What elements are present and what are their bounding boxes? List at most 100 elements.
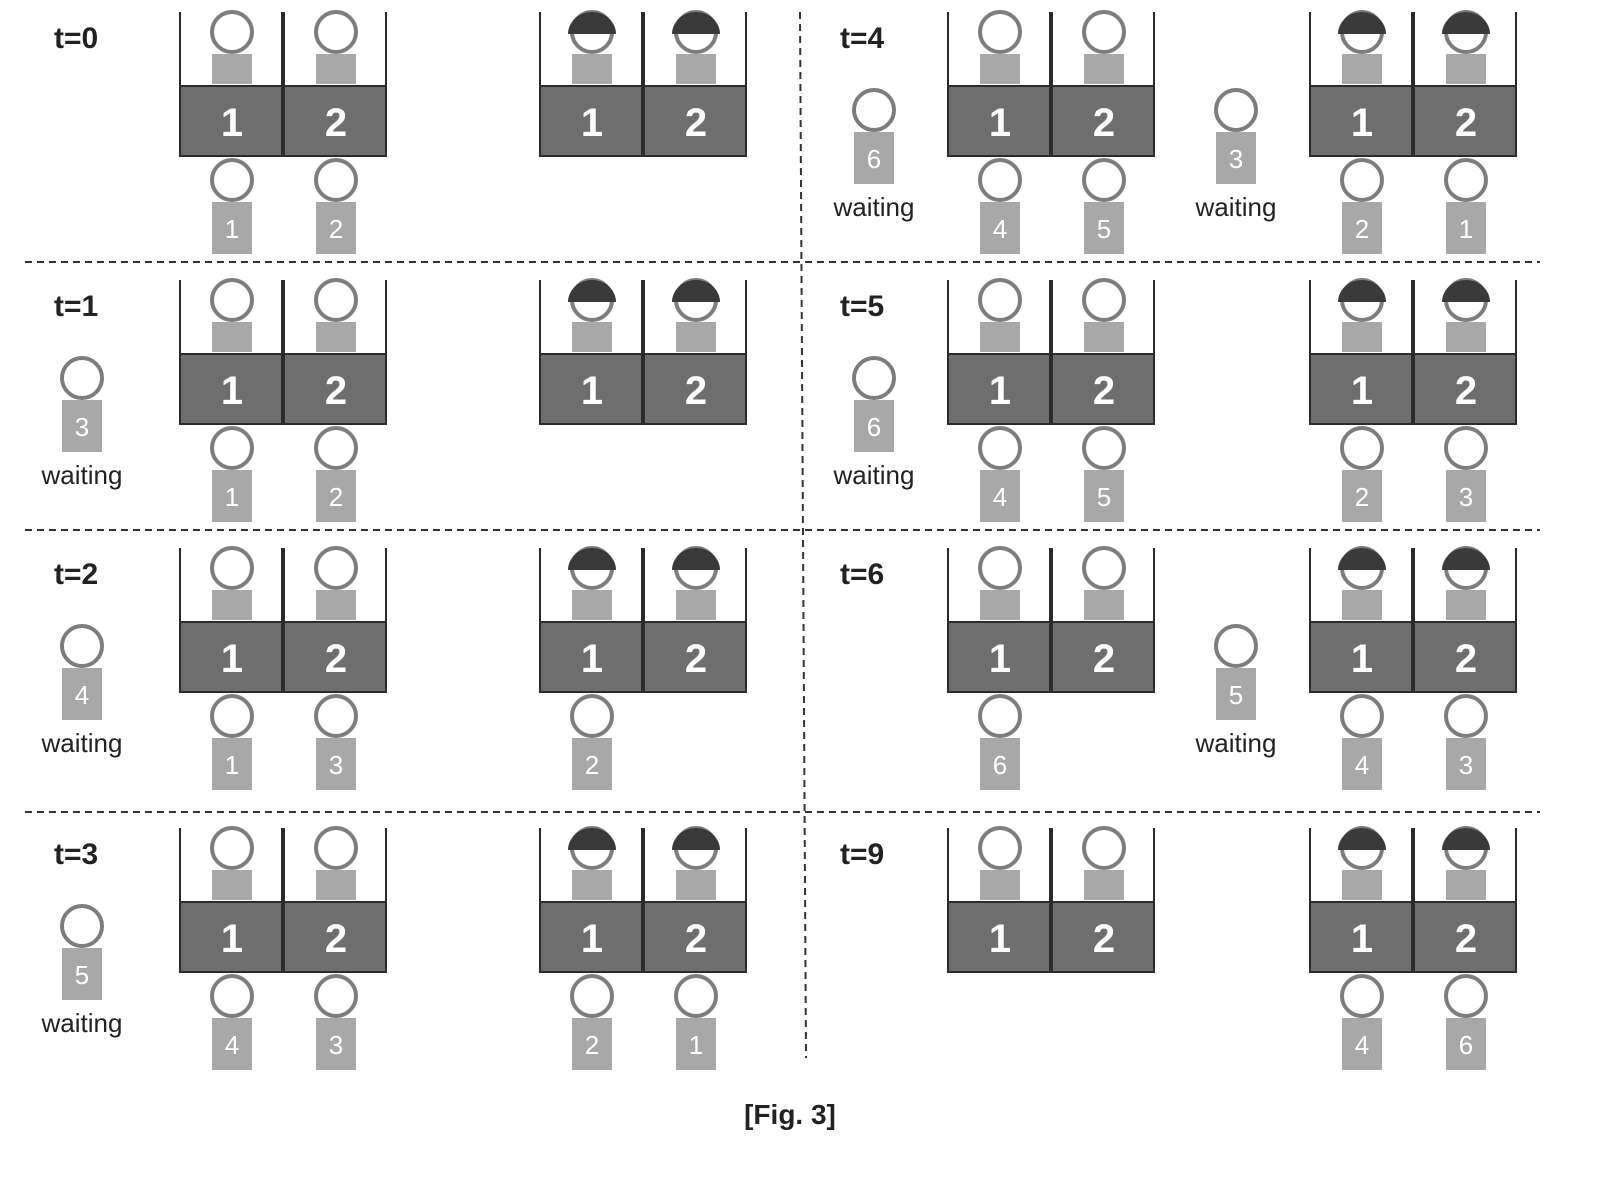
counter-desk <box>1309 621 1413 693</box>
counter-desk <box>947 85 1051 157</box>
waiting-label: waiting <box>833 192 915 222</box>
served-customer: 4 <box>978 426 1022 522</box>
counter-number: 1 <box>221 637 243 681</box>
customer-head <box>1444 426 1488 470</box>
customer-body <box>212 738 252 790</box>
customer-body <box>212 202 252 254</box>
counter-number: 1 <box>581 637 603 681</box>
clerk-body <box>676 54 716 84</box>
customer-body <box>1446 1018 1486 1070</box>
clerk-with-hat <box>672 10 720 84</box>
head-circle <box>314 278 358 322</box>
clerk-body <box>316 590 356 620</box>
served-customer: 2 <box>1340 158 1384 254</box>
time-label: t=5 <box>840 290 884 323</box>
served-customer: 3 <box>314 974 358 1070</box>
head-circle <box>314 546 358 590</box>
served-customer: 2 <box>570 694 614 790</box>
customer-head <box>1444 694 1488 738</box>
customer-body <box>1342 738 1382 790</box>
counter-desk <box>1051 621 1155 693</box>
served-customer: 1 <box>674 974 718 1070</box>
hat-icon <box>568 548 616 570</box>
hat-icon <box>672 548 720 570</box>
customer-number: 2 <box>585 750 599 780</box>
counter-number: 1 <box>581 917 603 961</box>
head-circle <box>978 546 1022 590</box>
customer-body <box>980 202 1020 254</box>
counter-desk <box>283 353 387 425</box>
customer-number: 6 <box>1459 1030 1473 1060</box>
head-circle <box>978 10 1022 54</box>
served-customer: 1 <box>210 694 254 790</box>
customer-head <box>60 356 104 400</box>
served-customer: 3 <box>314 694 358 790</box>
customer-body <box>1446 738 1486 790</box>
head-circle <box>978 278 1022 322</box>
customer-head <box>1340 694 1384 738</box>
counter-desk <box>1051 901 1155 973</box>
counter-number: 2 <box>1455 369 1477 413</box>
counter-number: 2 <box>685 917 707 961</box>
hat-icon <box>568 280 616 302</box>
clerk <box>210 826 254 900</box>
counter-number: 1 <box>989 101 1011 145</box>
hat-icon <box>1338 548 1386 570</box>
customer-body <box>62 948 102 1000</box>
clerk-body <box>1342 590 1382 620</box>
hat-icon <box>1442 280 1490 302</box>
customer-number: 3 <box>1229 144 1243 174</box>
customer-head <box>570 974 614 1018</box>
customer-head <box>210 426 254 470</box>
time-label: t=9 <box>840 838 884 871</box>
customer-body <box>854 132 894 184</box>
customer-head <box>978 694 1022 738</box>
counter-desk <box>283 85 387 157</box>
clerk <box>1082 546 1126 620</box>
counter-number: 2 <box>685 369 707 413</box>
customer-number: 3 <box>329 1030 343 1060</box>
customer-body <box>1084 202 1124 254</box>
clerk-body <box>572 590 612 620</box>
clerk-body <box>676 322 716 352</box>
customer-body <box>854 400 894 452</box>
clerk-body <box>1084 54 1124 84</box>
counter-number: 2 <box>1093 101 1115 145</box>
customer-number: 4 <box>1355 750 1369 780</box>
counter-number: 1 <box>1351 917 1373 961</box>
clerk-body <box>316 870 356 900</box>
customer-head <box>1082 158 1126 202</box>
counter-desk <box>179 85 283 157</box>
counter-number: 1 <box>989 369 1011 413</box>
vertical-divider <box>799 11 807 1059</box>
customer-number: 3 <box>329 750 343 780</box>
customer-head <box>978 426 1022 470</box>
clerk-body <box>572 54 612 84</box>
served-customer: 1 <box>1444 158 1488 254</box>
customer-head <box>60 624 104 668</box>
customer-body <box>316 738 356 790</box>
time-label: t=2 <box>54 558 98 591</box>
clerk-body <box>1084 590 1124 620</box>
customer-body <box>1216 668 1256 720</box>
customer-number: 1 <box>225 750 239 780</box>
served-customer: 3 <box>1444 426 1488 522</box>
clerk-with-hat <box>1442 10 1490 84</box>
customer-head <box>1444 974 1488 1018</box>
clerk-body <box>1342 870 1382 900</box>
time-label: t=1 <box>54 290 98 323</box>
head-circle <box>978 826 1022 870</box>
served-customer: 1 <box>210 158 254 254</box>
customer-body <box>980 470 1020 522</box>
customer-number: 4 <box>993 482 1007 512</box>
time-label: t=6 <box>840 558 884 591</box>
clerk <box>978 826 1022 900</box>
